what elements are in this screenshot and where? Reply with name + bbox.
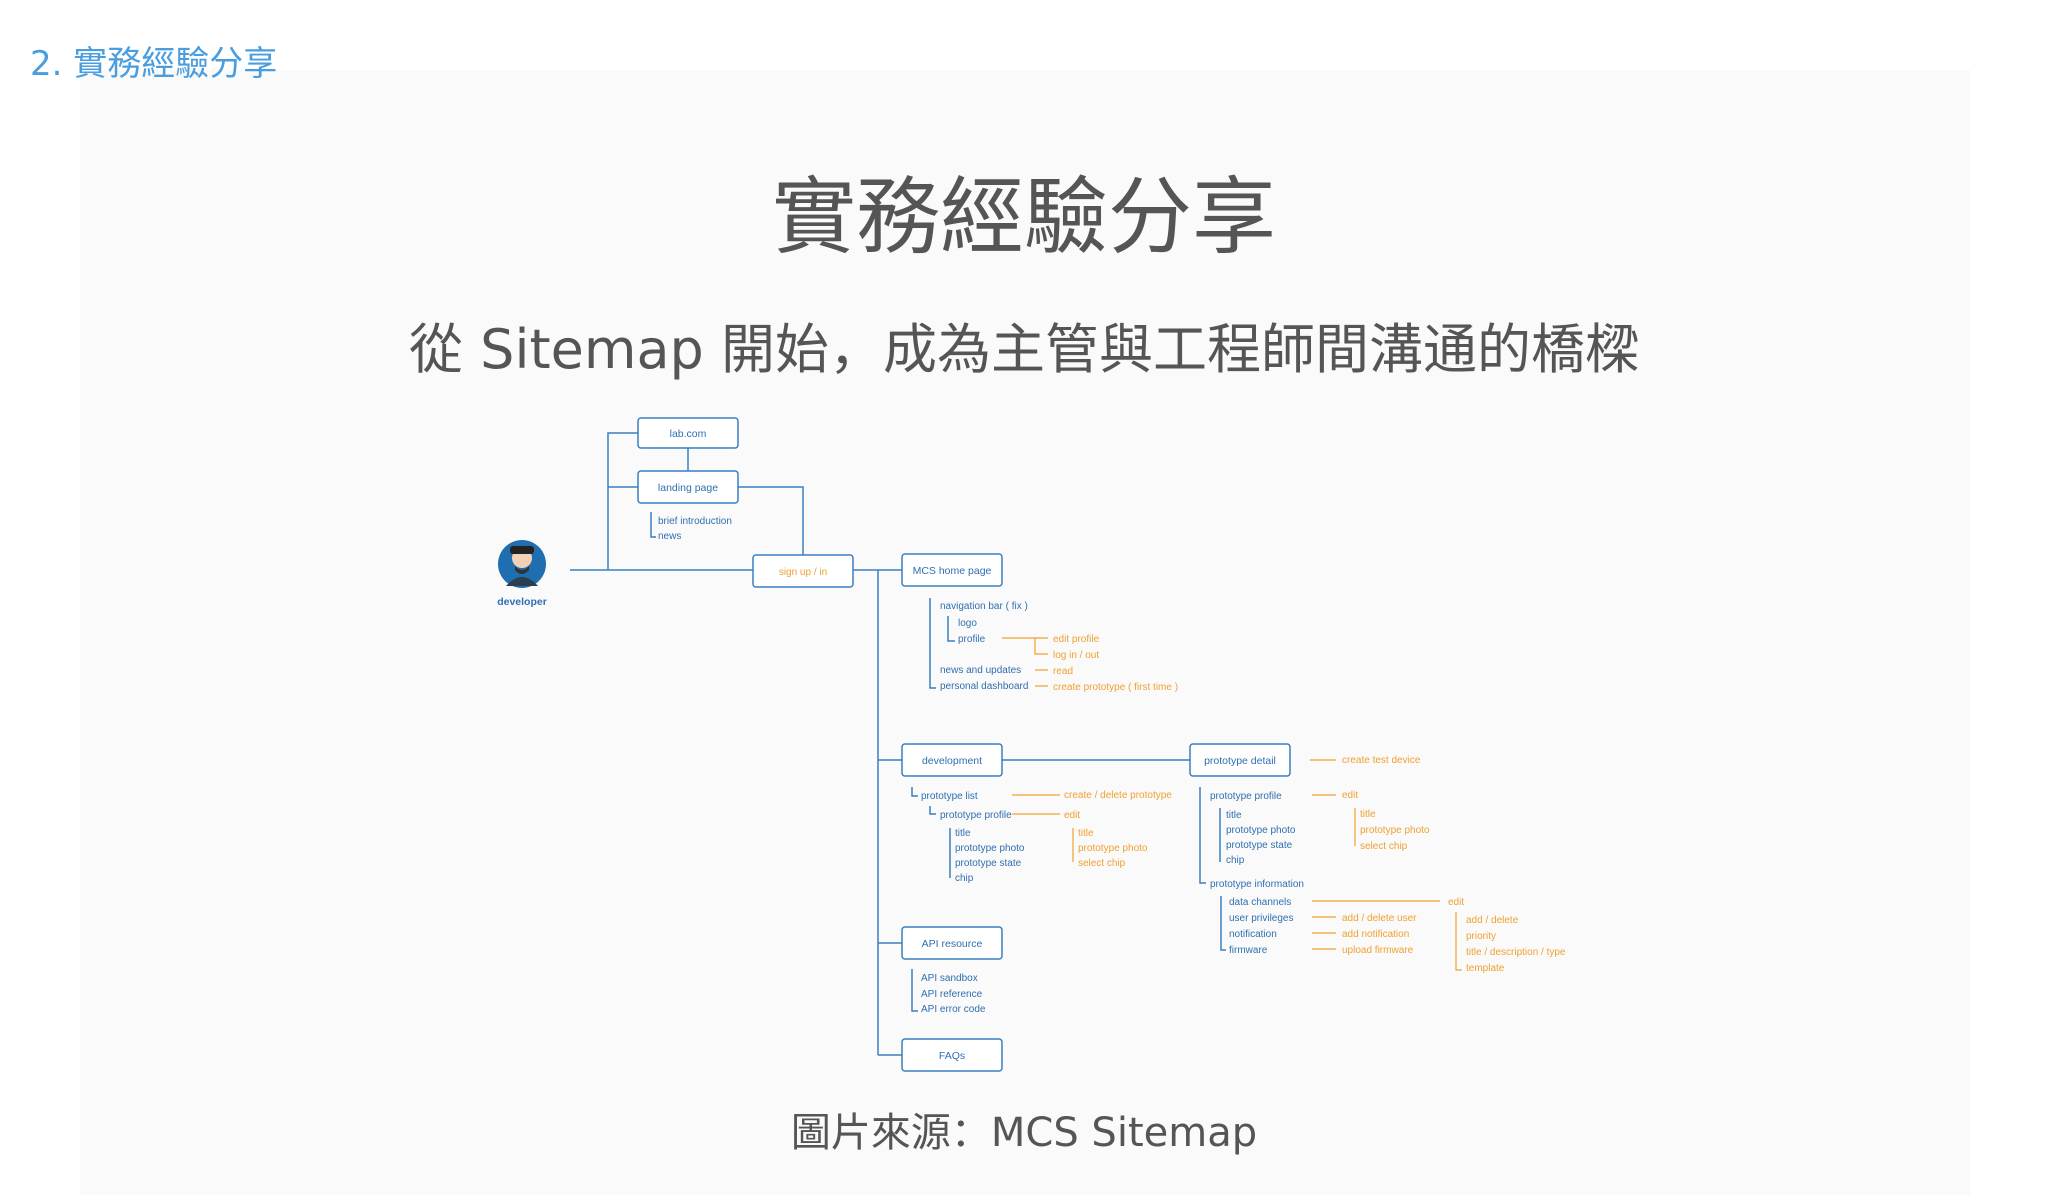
developer-label: developer xyxy=(497,596,547,608)
node-landing-page: landing page xyxy=(637,470,739,504)
detail-info-edit: edit xyxy=(1448,897,1464,908)
landing-item: brief introduction xyxy=(658,516,732,527)
slide-background xyxy=(80,70,1970,1195)
section-label: 2. 實務經驗分享 xyxy=(30,44,278,84)
svg-text:lab.com: lab.com xyxy=(670,428,707,440)
detail-action-edit: edit xyxy=(1342,790,1358,801)
home-action-log-in-out: log in / out xyxy=(1053,650,1099,661)
node-lab-com: lab.com xyxy=(637,417,739,449)
detail-info-field: user privileges xyxy=(1229,913,1293,924)
detail-info-edit-field: title / description / type xyxy=(1466,947,1566,958)
dev-field: title xyxy=(955,828,971,839)
dev-field: chip xyxy=(955,873,974,884)
svg-text:development: development xyxy=(922,755,982,767)
image-source-caption: 圖片來源：MCS Sitemap xyxy=(790,1110,1258,1156)
slide-title: 實務經驗分享 xyxy=(771,168,1276,266)
detail-action-create-test-device: create test device xyxy=(1342,755,1421,766)
detail-edit-field: title xyxy=(1360,809,1376,820)
dev-item-prototype-list: prototype list xyxy=(921,791,978,802)
detail-info-action: add notification xyxy=(1342,929,1409,940)
connector xyxy=(1220,896,1226,951)
slide-subtitle: 從 Sitemap 開始，成為主管與工程師間溝通的橋樑 xyxy=(409,318,1639,381)
detail-field: title xyxy=(1226,810,1242,821)
connector xyxy=(607,432,638,570)
detail-info-action: upload firmware xyxy=(1342,945,1414,956)
landing-item: news xyxy=(658,531,681,542)
detail-info-edit-field: priority xyxy=(1466,931,1496,942)
api-item: API error code xyxy=(921,1004,986,1015)
detail-item-prototype-profile: prototype profile xyxy=(1210,791,1282,802)
dev-field: prototype state xyxy=(955,858,1022,869)
connector xyxy=(911,787,918,797)
detail-field: prototype state xyxy=(1226,840,1293,851)
home-item-profile: profile xyxy=(958,634,986,645)
dev-action-create-delete: create / delete prototype xyxy=(1064,790,1172,801)
connector xyxy=(929,806,936,815)
svg-text:FAQs: FAQs xyxy=(939,1050,965,1062)
connector xyxy=(911,969,918,1012)
node-api-resource: API resource xyxy=(901,926,1003,960)
detail-edit-field: select chip xyxy=(1360,841,1408,852)
connector xyxy=(650,512,656,538)
dev-item-prototype-profile: prototype profile xyxy=(940,810,1012,821)
detail-info-edit-field: template xyxy=(1466,963,1505,974)
detail-info-field: data channels xyxy=(1229,897,1291,908)
detail-edit-field: prototype photo xyxy=(1360,825,1430,836)
detail-item-prototype-information: prototype information xyxy=(1210,879,1304,890)
node-development: development xyxy=(901,743,1003,777)
home-action-edit-profile: edit profile xyxy=(1053,634,1100,645)
node-prototype-detail: prototype detail xyxy=(1189,743,1291,777)
developer-avatar-icon xyxy=(498,540,546,588)
svg-text:prototype detail: prototype detail xyxy=(1204,755,1276,767)
dev-edit-field: title xyxy=(1078,828,1094,839)
home-item-logo: logo xyxy=(958,618,977,629)
svg-text:landing page: landing page xyxy=(658,482,718,494)
node-sign-up-in: sign up / in xyxy=(752,554,854,588)
detail-info-action: add / delete user xyxy=(1342,913,1417,924)
api-item: API sandbox xyxy=(921,973,978,984)
svg-text:MCS home page: MCS home page xyxy=(913,565,992,577)
home-item-personal-dashboard: personal dashboard xyxy=(940,681,1028,692)
node-faqs: FAQs xyxy=(901,1038,1003,1072)
connector xyxy=(1034,638,1048,655)
connector xyxy=(947,616,955,642)
detail-info-field: notification xyxy=(1229,929,1277,940)
dev-edit-field: prototype photo xyxy=(1078,843,1148,854)
detail-info-field: firmware xyxy=(1229,945,1268,956)
detail-field: chip xyxy=(1226,855,1245,866)
home-item-news-updates: news and updates xyxy=(940,665,1021,676)
dev-edit-field: select chip xyxy=(1078,858,1126,869)
node-mcs-home-page: MCS home page xyxy=(901,553,1003,587)
home-action-create-prototype: create prototype ( first time ) xyxy=(1053,682,1178,693)
connector xyxy=(1455,912,1462,971)
svg-text:API resource: API resource xyxy=(922,938,983,950)
api-item: API reference xyxy=(921,989,983,1000)
detail-info-edit-field: add / delete xyxy=(1466,915,1519,926)
connector xyxy=(1199,787,1206,884)
home-item-navbar: navigation bar ( fix ) xyxy=(940,601,1028,612)
dev-field: prototype photo xyxy=(955,843,1025,854)
home-action-read: read xyxy=(1053,666,1073,677)
dev-action-edit: edit xyxy=(1064,810,1080,821)
connector xyxy=(929,598,936,689)
svg-text:sign up / in: sign up / in xyxy=(779,567,827,578)
connector xyxy=(738,486,804,555)
detail-field: prototype photo xyxy=(1226,825,1296,836)
